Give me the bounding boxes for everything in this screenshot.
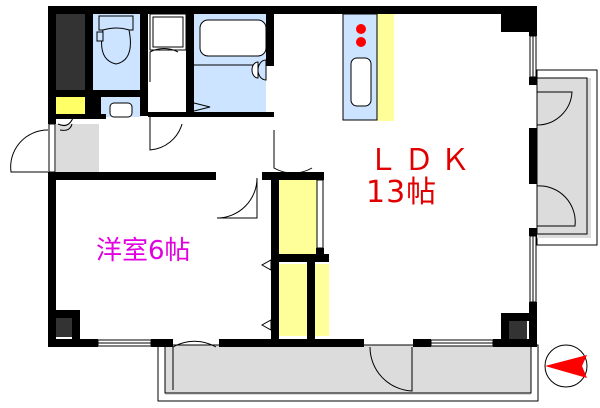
bathtub-icon <box>199 19 267 57</box>
kitchen-sink-icon <box>350 57 372 107</box>
right-balcony-door-bottom <box>536 185 576 227</box>
entrance-floor <box>56 124 99 172</box>
closet-door-arrow <box>260 319 272 331</box>
closet-lower-left <box>279 264 307 336</box>
balcony-bottom <box>157 344 539 402</box>
kitchen-counter-yellow <box>377 14 394 121</box>
pillar <box>508 320 527 339</box>
stove-burner-icon <box>356 37 366 47</box>
shoe-door <box>57 117 74 131</box>
western-room-label: 洋室6帖 <box>96 236 191 266</box>
pillar <box>56 318 75 337</box>
balcony-right <box>536 69 598 246</box>
closet-upper <box>279 180 317 254</box>
wash-door <box>149 112 183 151</box>
bath-door-arrow <box>193 102 211 112</box>
compass-icon <box>544 344 588 388</box>
toilet-icon <box>96 15 134 65</box>
shoe-cabinet <box>56 97 94 114</box>
ldk-room-label: ＬＤＫ <box>368 143 476 178</box>
balcony-door-right <box>369 346 413 392</box>
wash-basin-icon <box>109 102 133 118</box>
closet-door-arrow <box>260 259 272 271</box>
right-balcony-door-top <box>536 91 573 126</box>
pillar <box>56 14 85 90</box>
stove-burner-icon <box>356 24 366 34</box>
room-door <box>216 177 258 219</box>
toilet-door <box>149 48 179 82</box>
entrance-door <box>10 129 49 173</box>
north-arrow-icon <box>545 355 587 378</box>
closet-lower-right <box>315 264 329 336</box>
walls <box>48 6 537 347</box>
balcony-door-left <box>172 340 217 390</box>
ldk-entry-door <box>273 130 313 174</box>
kitchen-counter <box>342 13 378 121</box>
doors <box>10 48 576 392</box>
ldk-size-label: 13帖 <box>366 175 438 210</box>
windows <box>97 35 537 347</box>
